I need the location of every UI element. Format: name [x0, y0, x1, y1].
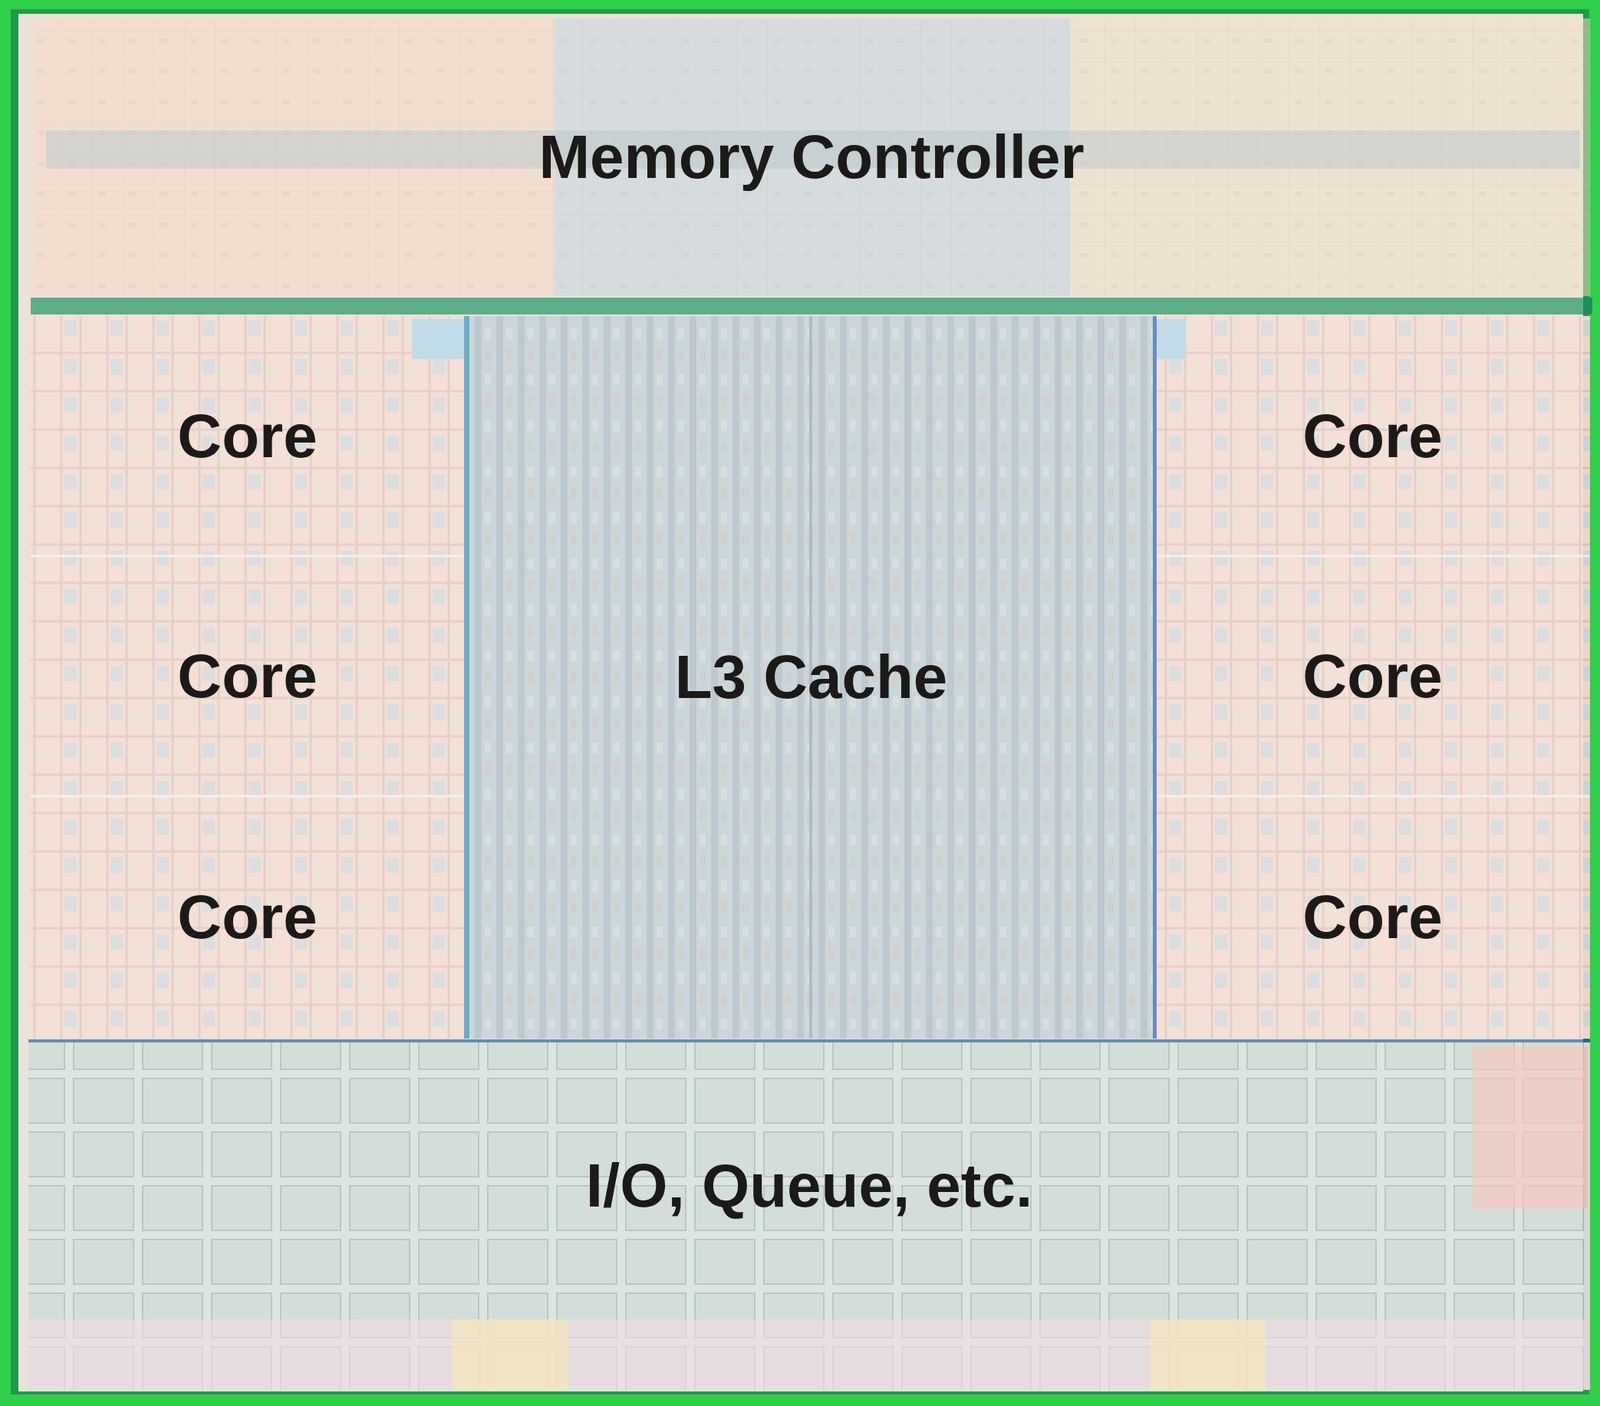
core-block: Core [30, 796, 465, 1039]
memory-controller-block: Memory Controller [32, 18, 1591, 297]
core-block: Core [30, 316, 465, 557]
cache-block: L3 Cache [469, 316, 1153, 1039]
core-block: Core [1155, 796, 1591, 1039]
block-label: Core [1302, 642, 1442, 711]
block-label: I/O, Queue, etc. [586, 1152, 1033, 1220]
block-label: Core [177, 883, 317, 952]
core-block: Core [1155, 556, 1591, 797]
io-block: I/O, Queue, etc. [28, 1040, 1591, 1390]
block-label: Core [177, 402, 317, 471]
block-label: Core [1302, 883, 1442, 952]
block-label: Core [177, 642, 317, 711]
block-label: L3 Cache [674, 643, 949, 712]
core-block: Core [30, 556, 465, 797]
block-label: Memory Controller [538, 123, 1084, 191]
core-block: Core [1155, 316, 1591, 557]
block-label: Core [1302, 402, 1442, 471]
